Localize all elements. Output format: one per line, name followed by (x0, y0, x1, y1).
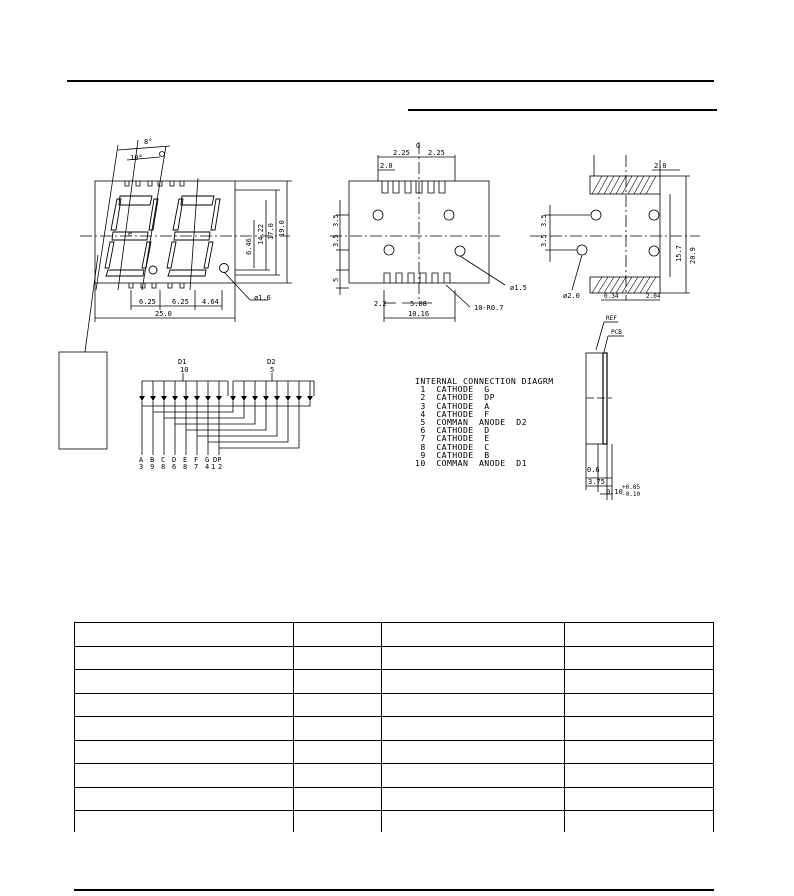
pin-dim-bot1: 2.2 (374, 300, 387, 308)
dim-dot: ø1.6 (254, 294, 271, 302)
dim-pitch-2: 6.25 (172, 298, 189, 306)
dim-h3: 17.0 (267, 223, 275, 240)
internal-connection-list: INTERNAL CONNECTION DIAGRM 1 CATHODE G 2… (415, 377, 554, 467)
circuit-pin5: 5 (270, 366, 274, 374)
side-dim-a: 2.0 (654, 162, 667, 170)
connection-line: 3 CATHODE A (415, 400, 490, 411)
dim-h2: 14.22 (257, 224, 265, 245)
profile-pcb: PCB (611, 329, 622, 336)
pin-dim-l2: 3.5 (332, 234, 340, 247)
dim-tilt: 10° (130, 154, 143, 162)
circuit-num-3: 8 (161, 463, 165, 471)
digit-2 (166, 195, 229, 277)
dim-h4: 19.0 (278, 220, 286, 237)
profile-tol-minus: -0.10 (622, 491, 640, 498)
spec-table (74, 622, 714, 832)
table-row (74, 716, 714, 741)
label-box (58, 351, 108, 450)
circuit-d2: D2 (267, 358, 275, 366)
side-dim-v2: 3.5 (540, 234, 548, 247)
side-dim-h1: 15.7 (675, 245, 683, 262)
dim-angle: 8° (144, 138, 152, 146)
circuit-letter-e: E (183, 456, 187, 464)
table-row (74, 692, 714, 717)
dim-pitch-3: 4.64 (202, 298, 219, 306)
pin-dim-pads: 10-R0.7 (474, 304, 504, 312)
circuit-letter-g: G (205, 456, 209, 464)
table-row (74, 669, 714, 694)
circuit-letter-b: B (150, 456, 154, 464)
dim-h1: 6.46 (245, 238, 253, 255)
table-row (74, 645, 714, 670)
dim-pitch-1: 6.25 (139, 298, 156, 306)
connection-line: 10 COMMAN ANODE D1 (415, 458, 527, 469)
side-dim-v1: 3.5 (540, 214, 548, 227)
profile-view (585, 321, 624, 500)
circuit-num-9: 2 (218, 463, 222, 471)
circuit-num-1: 3 (139, 463, 143, 471)
side-dim-w2: 2.04 (646, 293, 661, 300)
pin-dim-top3: 2.0 (380, 162, 393, 170)
connection-line: 4 CATHODE F (415, 408, 490, 419)
connection-line: 6 CATHODE D (415, 425, 490, 436)
circuit-letter-a: A (139, 456, 144, 464)
circuit-num-7: 4 (205, 463, 209, 471)
pin-dim-hole: ø1.5 (510, 284, 527, 292)
connection-line: 7 CATHODE E (415, 433, 490, 444)
side-dim-hole: ø2.0 (563, 292, 580, 300)
circuit-num-5: 8 (183, 463, 187, 471)
front-view (80, 139, 292, 353)
seg-label-e: e (128, 230, 132, 238)
profile-tol: 0.10 (606, 488, 623, 496)
circuit-pin10: 10 (180, 366, 188, 374)
top-rule (67, 80, 714, 82)
pin-dim-total: 10.16 (408, 310, 429, 318)
profile-d2: 3.75 (588, 478, 605, 486)
circuit-d1: D1 (178, 358, 186, 366)
connection-line: 1 CATHODE G (415, 384, 490, 395)
side-dim-w1: 0.34 (604, 293, 619, 300)
table-row (74, 763, 714, 788)
table-row (74, 622, 714, 647)
connection-line: 8 CATHODE C (415, 441, 490, 452)
pin-dim-l1: 3.5 (332, 214, 340, 227)
table-row (74, 786, 714, 811)
connection-line: 9 CATHODE B (415, 449, 490, 460)
side-dim-h2: 20.9 (689, 247, 697, 264)
pin-dim-l3: 5 (332, 278, 340, 282)
pin-view (330, 142, 506, 322)
connection-line: 2 CATHODE DP (415, 392, 495, 403)
pin-dim-top1: 2.25 (393, 149, 410, 157)
circuit-num-6: 7 (194, 463, 198, 471)
circuit-letter-c: C (161, 456, 165, 464)
circuit-letter-d: D (172, 456, 176, 464)
bottom-rule (74, 889, 714, 891)
pin-dim-top2: 2.25 (428, 149, 445, 157)
circuit-letter-f: F (194, 456, 198, 464)
circuit-diagram (139, 373, 315, 455)
connection-title: INTERNAL CONNECTION DIAGRM (415, 376, 554, 386)
profile-d1: 0.6 (587, 466, 600, 474)
side-view (530, 155, 700, 301)
profile-ref: REF (606, 315, 617, 322)
circuit-num-4: 6 (172, 463, 176, 471)
pin-dim-bot2: 5.08 (410, 300, 427, 308)
table-row (74, 810, 714, 832)
circuit-num-2: 9 (150, 463, 154, 471)
dim-width: 25.0 (155, 310, 172, 318)
profile-tol-plus: +0.05 (622, 484, 640, 491)
circuit-letter-dp: DP (213, 456, 221, 464)
sub-rule (408, 109, 717, 111)
connection-line: 5 COMMAN ANODE D2 (415, 417, 527, 428)
circuit-num-8: 1 (211, 463, 215, 471)
pin-dim-g: G (416, 142, 420, 150)
table-row (74, 739, 714, 764)
